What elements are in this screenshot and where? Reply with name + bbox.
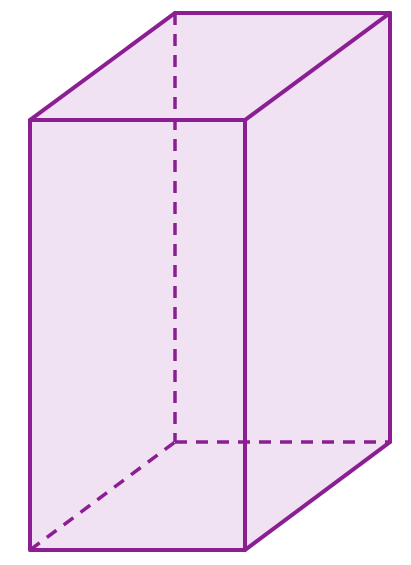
top-left-edge — [28, 11, 177, 122]
right-bottom-edge — [243, 440, 392, 552]
prism-front-face — [30, 120, 245, 550]
prism-right-face — [245, 13, 390, 550]
prism-top-face — [30, 13, 390, 120]
hidden-left-bottom-edge — [28, 440, 177, 552]
top-right-edge — [243, 11, 392, 122]
